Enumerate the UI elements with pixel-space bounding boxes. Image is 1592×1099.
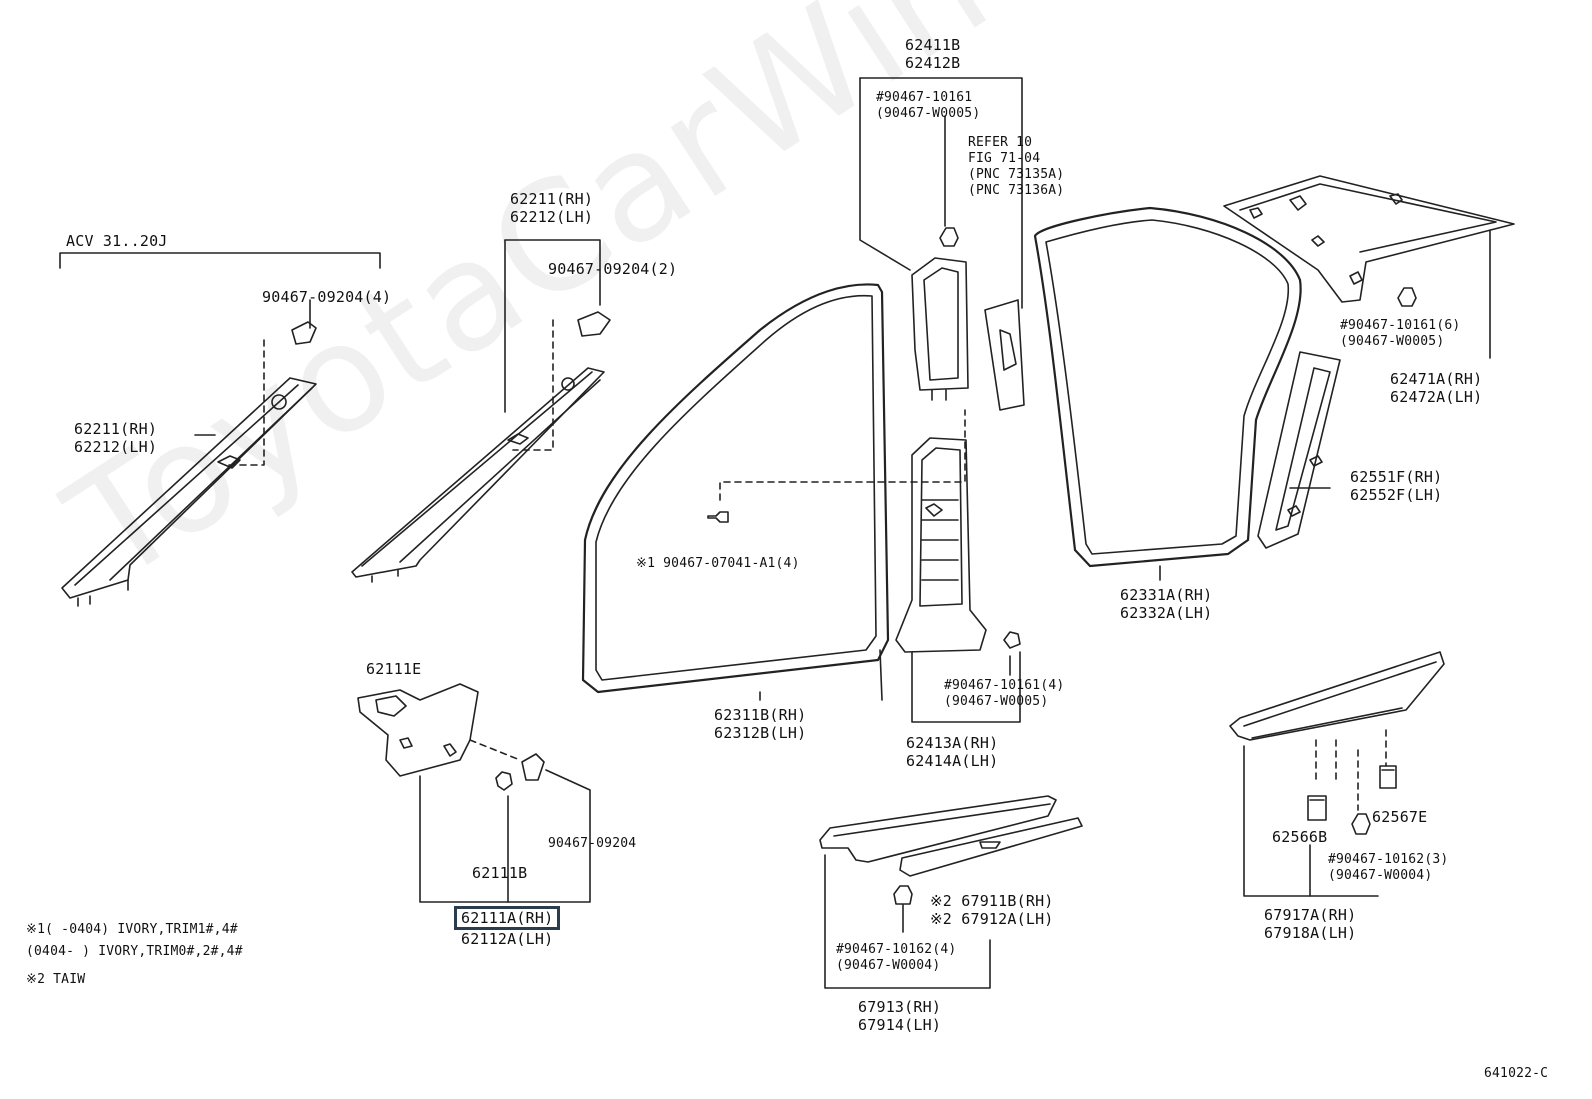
label-acv: ACV 31..20J (66, 232, 168, 250)
label-clip-10161-6: #90467-10161(6)(90467-W0005) (1340, 318, 1461, 349)
label-scuff-top: 62211(RH)62212(LH) (510, 190, 594, 226)
label-scuff-rear: 67917A(RH)67918A(LH) (1264, 906, 1357, 942)
clip-07041 (707, 409, 966, 523)
scuff-plate-second (351, 239, 611, 583)
label-clip-09204-2: 90467-09204(2) (548, 260, 678, 278)
scuff-plate-rear (1229, 651, 1445, 897)
label-weatherstrip-front: 62311B(RH)62312B(LH) (714, 706, 807, 742)
cowl-side-trim (357, 683, 591, 903)
label-clip-07041: ※1 90467-07041-A1(4) (636, 556, 800, 571)
label-quarter-trim: 62551F(RH)62552F(LH) (1350, 468, 1443, 504)
weatherstrip-rear (1033, 206, 1302, 581)
label-62566b: 62566B (1272, 828, 1328, 846)
label-pillar-rear: 62471A(RH)62472A(LH) (1390, 370, 1483, 406)
label-scuff-front: 67913(RH)67914(LH) (858, 998, 942, 1034)
label-62567e: 62567E (1372, 808, 1428, 826)
footnotes: ※1( -0404) IVORY,TRIM1#,4# (0404- ) IVOR… (26, 922, 243, 987)
weatherstrip-front (581, 283, 890, 701)
label-clip-10161-4: #90467-10161(4)(90467-W0005) (944, 678, 1065, 709)
quarter-lower-trim (1257, 351, 1341, 549)
label-cowl-group: 62111A(RH) 62112A(LH) (454, 906, 561, 948)
scuff-plate-left (61, 299, 317, 607)
label-clip-09204-4: 90467-09204(4) (262, 288, 392, 306)
center-pillar-upper (859, 77, 1025, 411)
label-clip-10162-4: #90467-10162(4)(90467-W0004) (836, 942, 957, 973)
highlight-62111a[interactable]: 62111A(RH) (454, 906, 561, 930)
label-clip-10162-3: #90467-10162(3)(90467-W0004) (1328, 852, 1449, 883)
scuff-plate-front (819, 795, 1083, 989)
acv-bracket (59, 252, 381, 269)
label-plate-inner: ※2 67911B(RH)※2 67912A(LH) (930, 892, 1054, 928)
label-cowl-e: 62111E (366, 660, 422, 678)
figure-code: 641022-C (1484, 1066, 1549, 1081)
quarter-upper-trim (1223, 175, 1515, 359)
center-pillar-lower (895, 437, 1021, 723)
label-clip-09204: 90467-09204 (548, 836, 637, 851)
label-clip-10161-top: #90467-10161(90467-W0005) (876, 90, 981, 121)
label-pillar-lower: 62413A(RH)62414A(LH) (906, 734, 999, 770)
label-62111b: 62111B (472, 864, 528, 882)
label-weatherstrip-rear: 62331A(RH)62332A(LH) (1120, 586, 1213, 622)
label-scuff-left: 62211(RH)62212(LH) (74, 420, 158, 456)
